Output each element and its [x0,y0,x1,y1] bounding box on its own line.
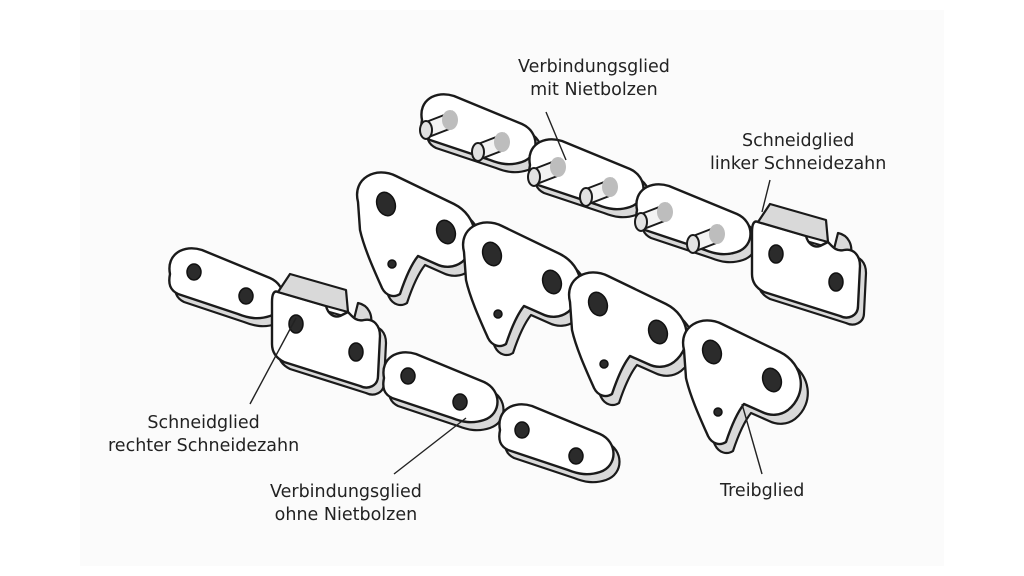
drive-link-3 [567,271,696,407]
side-link-left [168,247,291,328]
label-plain-link-line1: Verbindungsglied [270,482,422,502]
leader-plain-link [393,417,467,475]
leader-cutter-left [761,179,771,213]
label-drive-link-line1: Treibglied [720,481,805,501]
leader-rivet-link [545,111,567,161]
label-plain-link: Verbindungsglied ohne Nietbolzen [270,481,422,527]
leader-drive-link [741,403,763,475]
plain-link-2 [498,403,621,484]
plain-link-1 [382,351,505,432]
label-cutter-left-line2: linker Schneidezahn [710,154,887,174]
label-rivet-link-line2: mit Nietbolzen [530,80,658,100]
label-cutter-left-line1: Schneidglied [742,131,855,151]
rivet-link-3 [634,183,758,264]
rivet-link-1 [419,93,543,174]
label-cutter-right-line1: Schneidglied [147,413,260,433]
leader-cutter-right [249,317,297,405]
drive-link-4 [681,319,810,455]
label-cutter-left: Schneidglied linker Schneidezahn [710,130,886,176]
label-plain-link-line2: ohne Nietbolzen [274,505,418,525]
label-rivet-link: Verbindungsglied mit Nietbolzen [518,56,670,102]
label-cutter-right-line2: rechter Schneidezahn [108,436,300,456]
label-cutter-right: Schneidglied rechter Schneidezahn [108,412,299,458]
label-drive-link: Treibglied [720,480,804,503]
cutter-link-right [270,272,388,396]
rivet-link-2 [527,138,651,219]
cutter-link-left [750,202,868,326]
label-rivet-link-line1: Verbindungsglied [518,57,670,77]
